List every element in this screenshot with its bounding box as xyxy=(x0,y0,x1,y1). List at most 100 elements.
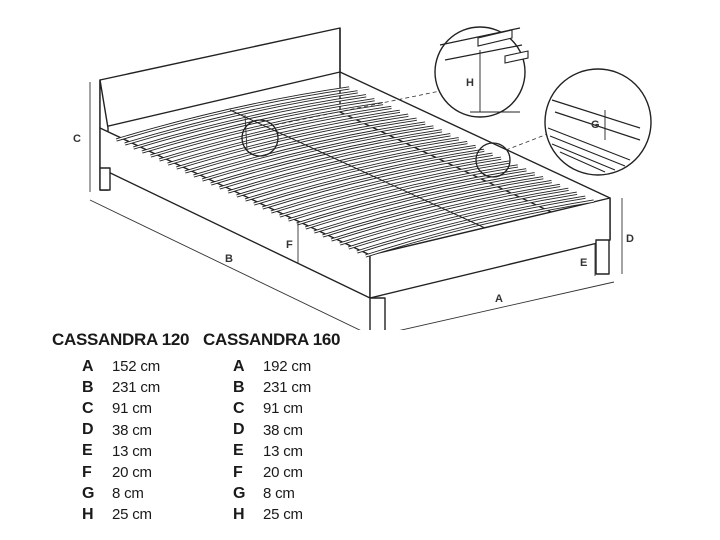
spec-key: G xyxy=(233,484,246,502)
front-leg-right xyxy=(595,239,610,275)
dim-label-g: G xyxy=(591,119,600,131)
spec-value: 38 cm xyxy=(112,421,152,439)
slat-highlight xyxy=(365,200,594,257)
spec-value: 20 cm xyxy=(263,464,303,482)
spec-value: 231 cm xyxy=(263,379,311,397)
dimension-line-a xyxy=(399,281,615,330)
slat-highlight xyxy=(245,145,476,201)
slat-highlight xyxy=(116,87,350,141)
slat-highlight xyxy=(176,114,409,169)
dim-label-c: C xyxy=(73,133,81,145)
spec-row: D 38 cm xyxy=(203,420,340,441)
dim-label-b: B xyxy=(225,253,233,265)
spec-row: A 152 cm xyxy=(52,356,189,377)
spec-row: G 8 cm xyxy=(203,483,340,504)
slat-highlight xyxy=(322,180,552,237)
spec-row: H 25 cm xyxy=(52,504,189,525)
front-leg-left xyxy=(369,297,386,330)
spec-row: B 231 cm xyxy=(52,377,189,398)
detail-marker-rail xyxy=(475,142,511,178)
slat-highlight xyxy=(279,161,510,217)
slat-highlight xyxy=(313,176,544,233)
model-title: CASSANDRA 120 xyxy=(52,330,190,349)
spec-key: H xyxy=(82,505,94,523)
slat-highlight xyxy=(150,102,384,157)
slat-highlight xyxy=(253,149,485,205)
slat-highlight xyxy=(236,141,468,197)
spec-value: 152 cm xyxy=(112,358,160,376)
spec-key: B xyxy=(82,378,94,396)
slat-highlight xyxy=(348,192,578,249)
spec-key: F xyxy=(233,463,243,481)
bed-drawing: C B A D E F H G xyxy=(73,26,652,330)
slat-highlight xyxy=(331,184,561,241)
spec-row: B 231 cm xyxy=(203,377,340,398)
spec-row: G 8 cm xyxy=(52,483,189,504)
slat-highlight xyxy=(133,95,367,149)
spec-key: D xyxy=(82,421,94,439)
spec-key: C xyxy=(82,399,94,417)
spec-key: C xyxy=(233,399,245,417)
spec-row: D 38 cm xyxy=(52,420,189,441)
detail-marker-slat xyxy=(241,119,279,157)
spec-value: 25 cm xyxy=(112,506,152,524)
slat-highlight xyxy=(339,188,569,245)
spec-row: F 20 cm xyxy=(203,462,340,483)
slat-highlight xyxy=(227,137,459,193)
slat-highlight xyxy=(202,126,434,181)
slat-highlight xyxy=(305,173,535,229)
footboard xyxy=(369,197,611,299)
center-support-beam xyxy=(229,109,486,229)
spec-key: B xyxy=(233,378,245,396)
spec-row: A 192 cm xyxy=(203,356,340,377)
spec-table-cassandra-160: CASSANDRA 160 A 192 cm B 231 cm C 91 cm D 38… xyxy=(203,330,340,526)
spec-key: E xyxy=(82,442,93,460)
detail-circle-h: H xyxy=(434,26,529,118)
dim-label-a: A xyxy=(495,293,503,305)
model-title: CASSANDRA 160 xyxy=(203,330,341,349)
slat-highlight xyxy=(210,130,443,185)
slat-highlight xyxy=(219,134,451,189)
spec-key: D xyxy=(233,421,245,439)
slat-highlight xyxy=(270,157,502,213)
spec-key: G xyxy=(82,484,95,502)
slat-highlight xyxy=(193,122,426,177)
slat-highlight xyxy=(167,110,400,165)
spec-table-cassandra-120: CASSANDRA 120 A 152 cm B 231 cm C 91 cm D 38… xyxy=(52,330,189,526)
spec-value: 13 cm xyxy=(112,442,152,460)
spec-row: E 13 cm xyxy=(52,441,189,462)
slat-highlight xyxy=(141,98,375,153)
spec-value: 8 cm xyxy=(263,485,295,503)
spec-key: H xyxy=(233,505,245,523)
spec-key: E xyxy=(233,442,244,460)
slat-highlight xyxy=(288,165,518,221)
spec-value: 231 cm xyxy=(112,379,160,397)
spec-value: 91 cm xyxy=(263,400,303,418)
slat-highlight xyxy=(356,196,586,253)
spec-row: F 20 cm xyxy=(52,462,189,483)
spec-value: 20 cm xyxy=(112,464,152,482)
spec-value: 25 cm xyxy=(263,506,303,524)
slat-highlight xyxy=(262,153,493,209)
spec-key: F xyxy=(82,463,92,481)
spec-row: C 91 cm xyxy=(203,398,340,419)
spec-key: A xyxy=(82,357,94,375)
spec-row: C 91 cm xyxy=(52,398,189,419)
slat-highlight xyxy=(124,91,358,145)
dim-label-f: F xyxy=(286,239,293,251)
dim-label-d: D xyxy=(626,233,634,245)
spec-row: E 13 cm xyxy=(203,441,340,462)
spec-value: 13 cm xyxy=(263,442,303,460)
dimension-line-b xyxy=(89,199,361,330)
detail-circle-g: G xyxy=(544,68,652,176)
dim-label-h: H xyxy=(466,77,474,89)
spec-value: 192 cm xyxy=(263,358,311,376)
slat-highlight xyxy=(184,118,417,173)
spec-value: 8 cm xyxy=(112,485,144,503)
spec-row: H 25 cm xyxy=(203,504,340,525)
slat-highlight xyxy=(296,169,527,225)
spec-value: 91 cm xyxy=(112,400,152,418)
spec-key: A xyxy=(233,357,245,375)
spec-value: 38 cm xyxy=(263,421,303,439)
back-leg xyxy=(99,167,111,191)
